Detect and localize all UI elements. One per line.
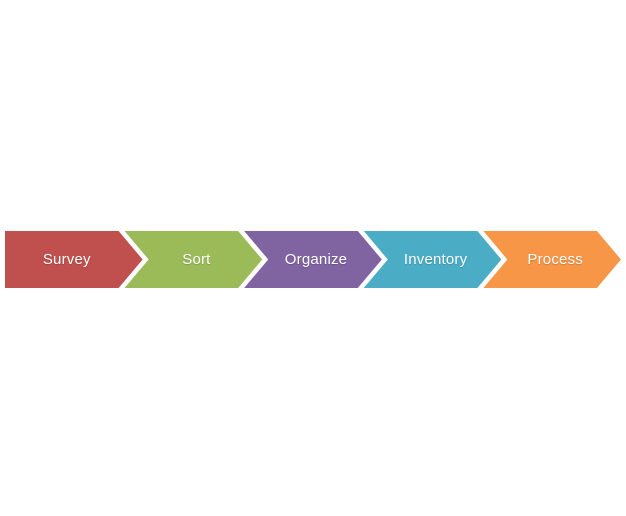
process-step-label: Process bbox=[527, 251, 583, 268]
process-step-label: Survey bbox=[42, 251, 91, 268]
process-step-inventory: Inventory bbox=[364, 231, 502, 288]
process-step-organize: Organize bbox=[244, 231, 382, 288]
process-step-survey: Survey bbox=[5, 231, 143, 288]
process-step-label: Inventory bbox=[403, 251, 468, 268]
process-step-label: Sort bbox=[182, 251, 211, 268]
process-step-sort: Sort bbox=[125, 231, 263, 288]
process-step-label: Organize bbox=[284, 251, 348, 268]
process-step-process: Process bbox=[483, 231, 621, 288]
process-flow-diagram: Survey Sort Organize Inventory Process bbox=[5, 231, 621, 288]
